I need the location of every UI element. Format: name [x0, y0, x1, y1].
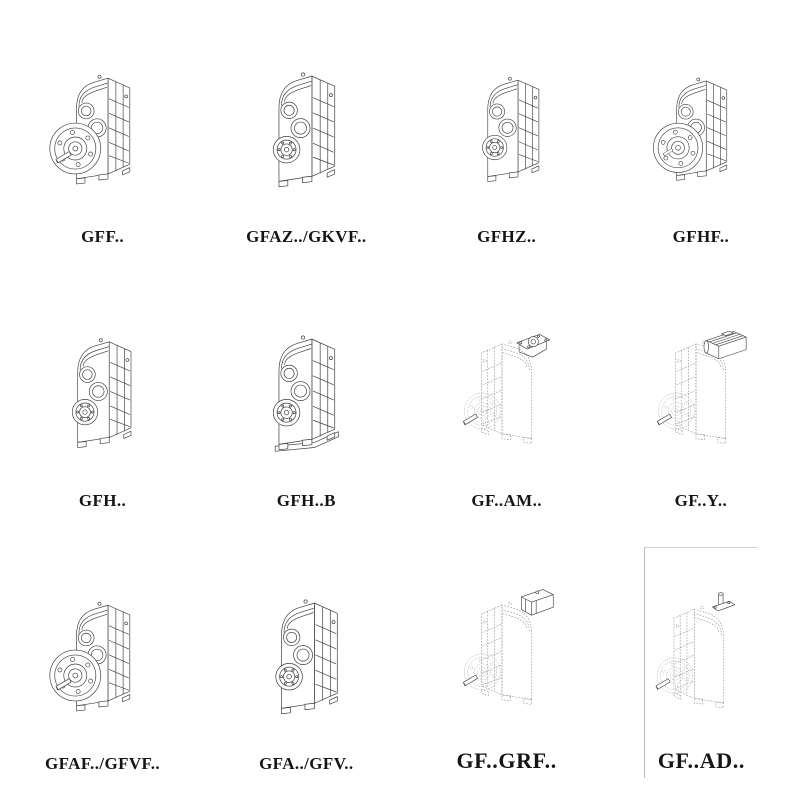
gearbox-drawing-gfhf: [647, 22, 755, 225]
gearbox-drawing-gf-am: [453, 285, 561, 488]
product-cell-gf-y: GF..Y..: [644, 283, 758, 514]
model-label: GF..AD..: [657, 748, 745, 773]
gear-unit-line-art: [652, 77, 727, 181]
output-bearing-icon: [272, 399, 301, 427]
output-bearing-icon: [272, 135, 301, 164]
model-label: GFAZ../GKVF..: [246, 227, 367, 247]
housing-icon: [480, 601, 532, 705]
product-cell-gfhf: GFHF..: [644, 20, 758, 251]
product-cell-gf-am: GF..AM..: [450, 283, 564, 514]
product-cell-gfh-b: GFH..B: [243, 283, 369, 514]
model-label: GFH..B: [276, 490, 336, 510]
product-cell-gfh: GFH..: [42, 283, 163, 514]
gear-unit-line-art: [49, 601, 131, 711]
model-label: GFH..: [78, 490, 127, 510]
input-shaft-icon: [655, 677, 671, 690]
input-shaft-icon: [462, 414, 478, 426]
model-label: GF..AM..: [471, 490, 542, 510]
gear-unit-line-art-dashed: [655, 592, 735, 708]
gear-unit-line-art: [481, 76, 539, 182]
input-shaft-icon: [656, 414, 672, 426]
iec-adapter-icon: [516, 334, 550, 358]
gear-unit-line-art-dashed: [462, 588, 554, 705]
output-flange-icon: [463, 653, 501, 690]
output-flange-icon: [652, 122, 703, 173]
input-cover-icon: [520, 588, 554, 616]
housing-icon: [480, 341, 532, 444]
gear-unit-line-art: [272, 335, 339, 452]
output-bearing-icon: [481, 135, 507, 161]
gear-unit-line-art: [272, 72, 336, 188]
gearbox-drawing-gff: [45, 22, 160, 225]
product-cell-gfaf-gfvf: GFAF../GFVF..: [42, 547, 163, 778]
input-shaft-icon: [462, 674, 478, 686]
model-label: GFA../GFV..: [259, 754, 354, 773]
product-cell-gff: GFF..: [42, 20, 163, 251]
gear-unit-line-art: [49, 74, 131, 185]
model-label: GFF..: [81, 227, 124, 247]
product-cell-gfa-gfv: GFA../GFV..: [243, 547, 369, 778]
product-cell-gf-ad: GF..AD..: [643, 546, 758, 778]
gearbox-drawing-gf-grf: [453, 549, 561, 746]
gear-unit-line-art-dashed: [462, 334, 550, 444]
gearbox-drawing-gf-y: [647, 285, 755, 488]
product-cell-gfhz: GFHZ..: [450, 20, 564, 251]
input-shaft-adapter-icon: [711, 592, 735, 611]
model-label: GF..Y..: [674, 490, 728, 510]
product-cell-gfaz-gkvf: GFAZ../GKVF..: [243, 20, 369, 251]
gearbox-drawing-gfhz: [453, 22, 561, 225]
output-bearing-icon: [71, 399, 99, 426]
output-flange-icon: [49, 122, 102, 175]
output-bearing-icon: [275, 662, 303, 690]
gearbox-drawing-gfh: [45, 285, 160, 488]
output-flange-icon: [657, 393, 695, 430]
output-flange-icon: [49, 649, 102, 701]
electric-motor-icon: [703, 331, 747, 360]
model-label: GF..GRF..: [456, 748, 557, 773]
gear-unit-line-art: [275, 599, 338, 714]
gearbox-drawing-gfa-gfv: [246, 549, 366, 752]
gearbox-drawing-gf-ad: [648, 550, 755, 746]
housing-icon: [673, 605, 724, 708]
gear-unit-line-art: [71, 338, 132, 449]
gear-unit-line-art-dashed: [656, 331, 747, 444]
model-label: GFHF..: [672, 227, 730, 247]
model-label: GFHZ..: [477, 227, 537, 247]
output-flange-icon: [463, 393, 501, 430]
gearbox-drawing-gfaz-gkvf: [246, 22, 366, 225]
product-cell-gf-grf: GF..GRF..: [450, 547, 564, 778]
gearbox-drawing-gfh-b: [246, 285, 366, 488]
model-label: GFAF../GFVF..: [45, 754, 161, 773]
output-flange-icon: [656, 657, 693, 694]
gearbox-drawing-gfaf-gfvf: [45, 549, 160, 752]
